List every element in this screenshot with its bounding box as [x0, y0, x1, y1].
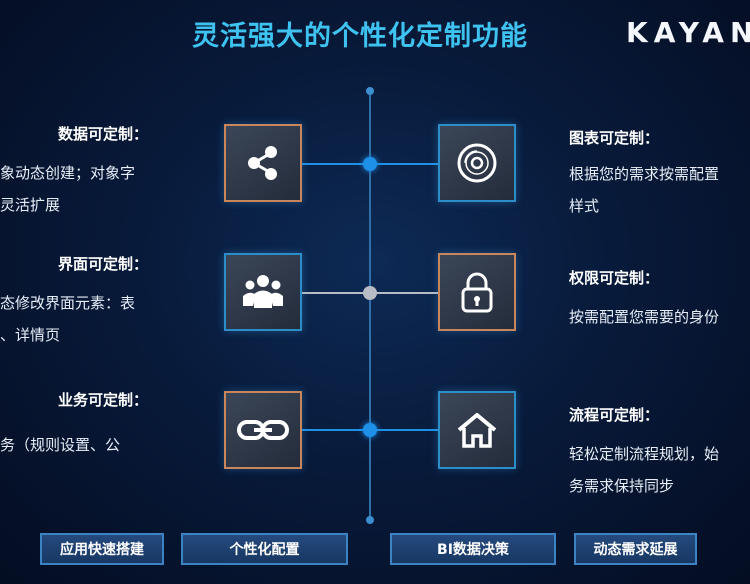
desc-line: 样式: [569, 197, 600, 215]
timeline-top-cap: [366, 87, 374, 95]
quick-build-button[interactable]: 应用快速搭建: [40, 533, 164, 565]
data-custom-box[interactable]: [224, 124, 302, 202]
group-icon: [243, 275, 283, 308]
chart-custom-box[interactable]: [438, 124, 516, 202]
timeline-node-3: [363, 423, 377, 437]
ui-custom-desc: 态修改界面元素：表 、详情页: [0, 287, 135, 351]
timeline-node-2: [363, 286, 377, 300]
desc-line: 务（规则设置、公: [0, 436, 121, 454]
chart-custom-desc: 根据您的需求按需配置 样式: [569, 158, 719, 222]
timeline-node-1: [363, 157, 377, 171]
desc-line: 、详情页: [0, 326, 61, 344]
dynamic-demand-button[interactable]: 动态需求延展: [574, 533, 697, 565]
timeline-bottom-cap: [366, 516, 374, 524]
process-custom-box[interactable]: [438, 391, 516, 469]
data-custom-heading: 数据可定制：: [58, 125, 149, 143]
desc-line: 灵活扩展: [0, 196, 61, 214]
permission-custom-heading: 权限可定制：: [569, 269, 660, 287]
personalized-config-button[interactable]: 个性化配置: [181, 533, 348, 565]
process-custom-desc: 轻松定制流程规划，始 务需求保持同步: [569, 438, 719, 502]
process-custom-heading: 流程可定制：: [569, 406, 660, 424]
page-title: 灵活强大的个性化定制功能: [192, 21, 528, 52]
desc-line: 态修改界面元素：表: [0, 294, 136, 312]
permission-custom-desc: 按需配置您需要的身份: [569, 301, 719, 333]
desc-line: 象动态创建；对象字: [0, 164, 136, 182]
brand-logo: KAYAN: [626, 16, 750, 49]
desc-line: 按需配置您需要的身份: [569, 308, 720, 326]
permission-custom-box[interactable]: [438, 253, 516, 331]
ui-custom-box[interactable]: [224, 253, 302, 331]
home-icon: [457, 413, 497, 448]
business-custom-heading: 业务可定制：: [58, 391, 149, 409]
ui-custom-heading: 界面可定制：: [58, 255, 149, 273]
bi-decision-button[interactable]: BI数据决策: [390, 533, 556, 565]
business-custom-desc: 务（规则设置、公: [0, 429, 120, 461]
desc-line: 轻松定制流程规划，始: [569, 445, 720, 463]
share-icon: [248, 146, 277, 180]
disc-icon: [457, 143, 497, 183]
chart-custom-heading: 图表可定制：: [569, 129, 660, 147]
desc-line: 根据您的需求按需配置: [569, 165, 720, 183]
timeline-vertical-line: [369, 91, 371, 520]
link-icon: [237, 420, 289, 440]
lock-icon: [461, 272, 493, 313]
data-custom-desc: 象动态创建；对象字 灵活扩展: [0, 157, 135, 221]
desc-line: 务需求保持同步: [569, 477, 675, 495]
business-custom-box[interactable]: [224, 391, 302, 469]
